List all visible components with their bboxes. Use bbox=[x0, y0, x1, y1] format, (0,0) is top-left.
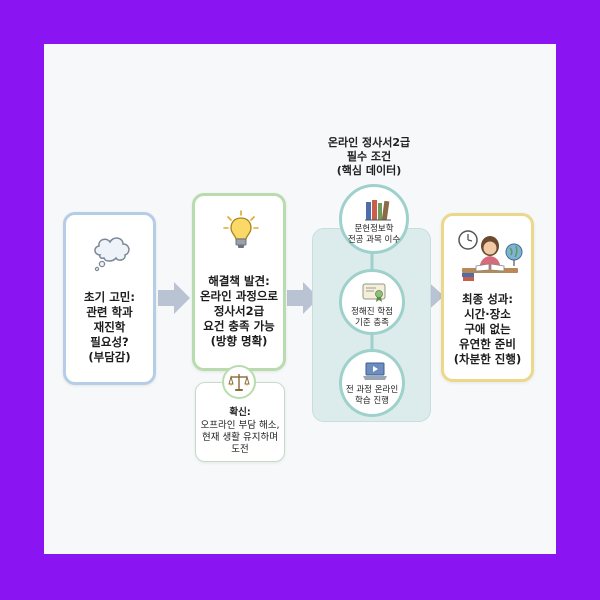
condition-item-online: 전 과정 온라인 학습 진행 bbox=[339, 349, 405, 417]
thought-cloud-icon bbox=[94, 237, 130, 272]
arrow-2-icon bbox=[287, 282, 319, 314]
condition-courses-text: 문헌정보학 전공 과목 이수 bbox=[347, 224, 401, 245]
step-initial-concern: 초기 고민: 관련 학과 재진학 필요성? (부담감) bbox=[63, 212, 156, 385]
balance-scale-badge bbox=[222, 365, 256, 399]
condition-credits-text: 정해진 학점 기준 충족 bbox=[351, 307, 393, 328]
balance-scale-icon bbox=[228, 374, 250, 391]
books-icon bbox=[365, 200, 391, 221]
step-solution: 해결책 발견: 온라인 과정으로 정사서2급 요건 충족 가능 (방향 명확) bbox=[192, 193, 286, 371]
diagram-canvas: 초기 고민: 관련 학과 재진학 필요성? (부담감) 해결책 발견: 온라인 … bbox=[44, 44, 556, 554]
conditions-title: 온라인 정사서2급 필수 조건 (핵심 데이터) bbox=[327, 136, 411, 177]
condition-item-credits: 정해진 학점 기준 충족 bbox=[339, 269, 405, 335]
condition-online-text: 전 과정 온라인 학습 진행 bbox=[345, 385, 399, 406]
arrow-1-icon bbox=[158, 282, 190, 314]
certificate-icon bbox=[362, 283, 386, 302]
confirmation-text: 오프라인 부담 해소, 현재 생활 유지하며 도전 bbox=[200, 420, 280, 455]
condition-item-courses: 문헌정보학 전공 과목 이수 bbox=[339, 184, 409, 254]
step-final-result: 최종 성과: 시간·장소 구애 없는 유연한 준비 (차분한 진행) bbox=[441, 213, 534, 382]
confirmation-title: 확신: bbox=[229, 407, 251, 418]
step-confirmation: 확신: 오프라인 부담 해소, 현재 생활 유지하며 도전 bbox=[195, 382, 285, 462]
step-initial-concern-text: 초기 고민: 관련 학과 재진학 필요성? (부담감) bbox=[84, 290, 135, 364]
step-solution-text: 해결책 발견: 온라인 과정으로 정사서2급 요건 충족 가능 (방향 명확) bbox=[199, 274, 279, 348]
laptop-video-icon bbox=[363, 362, 387, 380]
step-final-result-text: 최종 성과: 시간·장소 구애 없는 유연한 준비 (차분한 진행) bbox=[453, 292, 522, 366]
lightbulb-icon bbox=[223, 210, 259, 248]
studying-person-icon bbox=[458, 230, 523, 281]
